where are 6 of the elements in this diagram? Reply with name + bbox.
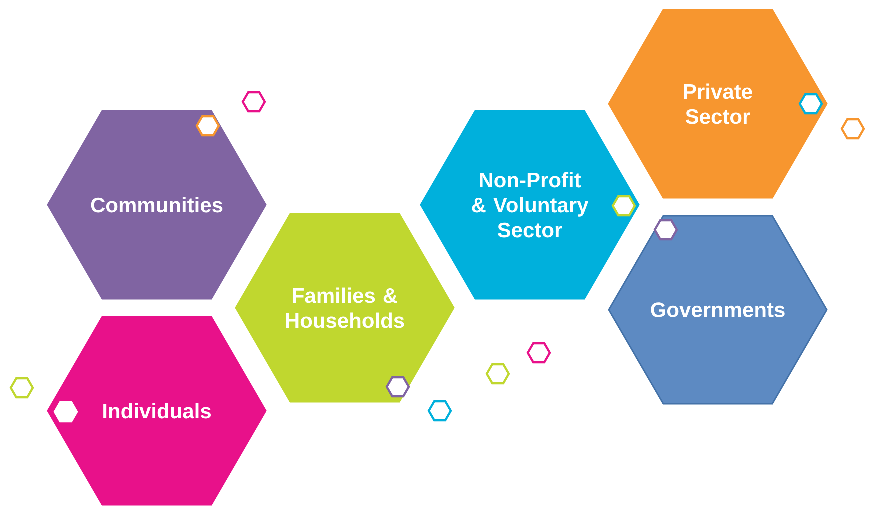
hexagon: Communities [47,110,267,300]
hexagon: Governments [608,215,828,405]
hexagon: Private Sector [608,9,828,199]
hexagon: Non-Profit & Voluntary Sector [420,110,640,300]
hexagon: Families & Households [235,213,455,403]
hexagon: Individuals [47,316,267,506]
